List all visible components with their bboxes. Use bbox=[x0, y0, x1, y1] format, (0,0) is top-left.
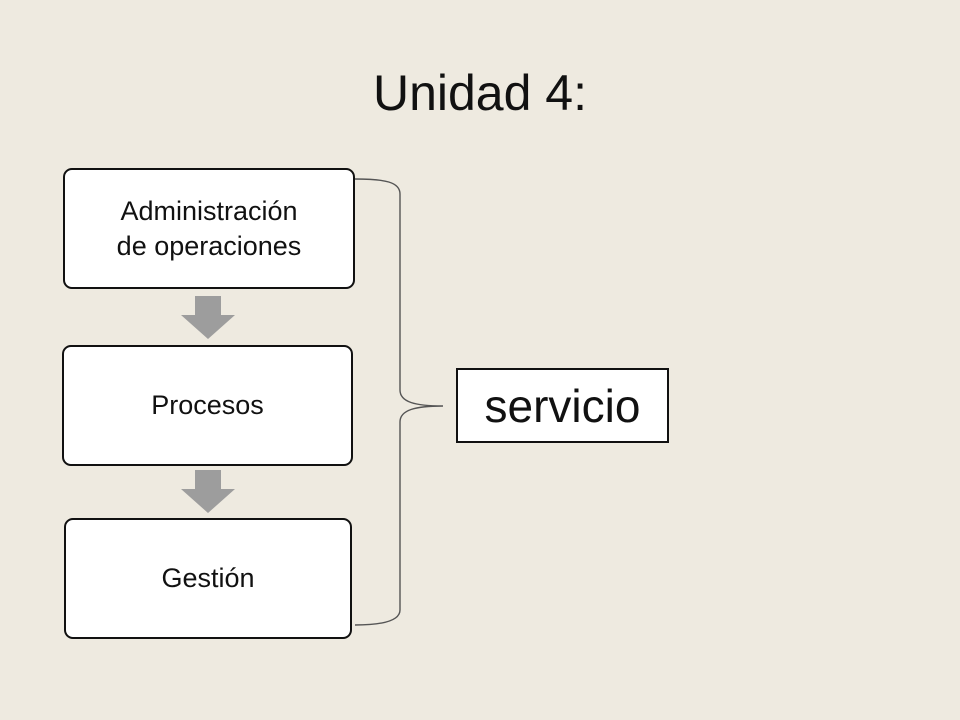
flow-step-gestion: Gestión bbox=[64, 518, 352, 639]
slide-title: Unidad 4: bbox=[372, 65, 588, 121]
flow-step-label: Administración de operaciones bbox=[117, 194, 302, 264]
flow-step-procesos: Procesos bbox=[62, 345, 353, 466]
flow-step-administracion: Administración de operaciones bbox=[63, 168, 355, 289]
flow-step-label-line: de operaciones bbox=[116, 230, 302, 261]
flow-step-label-line: Administración bbox=[120, 195, 298, 226]
arrow-shaft bbox=[195, 296, 221, 316]
arrow-shaft bbox=[195, 470, 221, 490]
right-curly-brace-icon bbox=[354, 178, 444, 626]
arrow-head bbox=[181, 489, 235, 513]
flow-step-label: Procesos bbox=[151, 390, 264, 420]
flow-step-label: Gestión bbox=[161, 563, 255, 593]
result-label: servicio bbox=[484, 379, 641, 432]
arrow-head bbox=[181, 315, 235, 339]
result-box: servicio bbox=[456, 368, 669, 443]
